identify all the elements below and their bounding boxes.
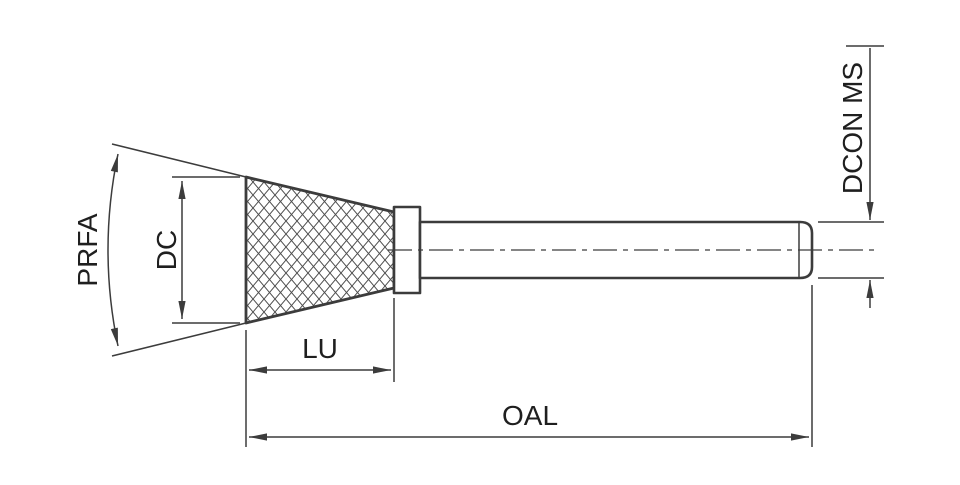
dc-label: DC: [151, 230, 182, 270]
taper-extension-line-top: [111, 143, 247, 178]
lu-label: LU: [302, 333, 338, 364]
prfa-dimension: PRFA: [72, 143, 247, 357]
prfa-label: PRFA: [72, 213, 103, 286]
dcon-dimension: DCON MS: [818, 45, 884, 308]
burr-head: [244, 175, 396, 325]
dc-dimension: DC: [151, 176, 240, 324]
tool-body: [244, 175, 880, 325]
dcon-label: DCON MS: [837, 62, 868, 194]
lu-dimension: LU: [245, 298, 395, 447]
oal-dimension: OAL: [249, 285, 813, 447]
prfa-angle-arc: [107, 153, 119, 347]
taper-extension-line-bottom: [111, 322, 247, 357]
oal-label: OAL: [502, 400, 558, 431]
